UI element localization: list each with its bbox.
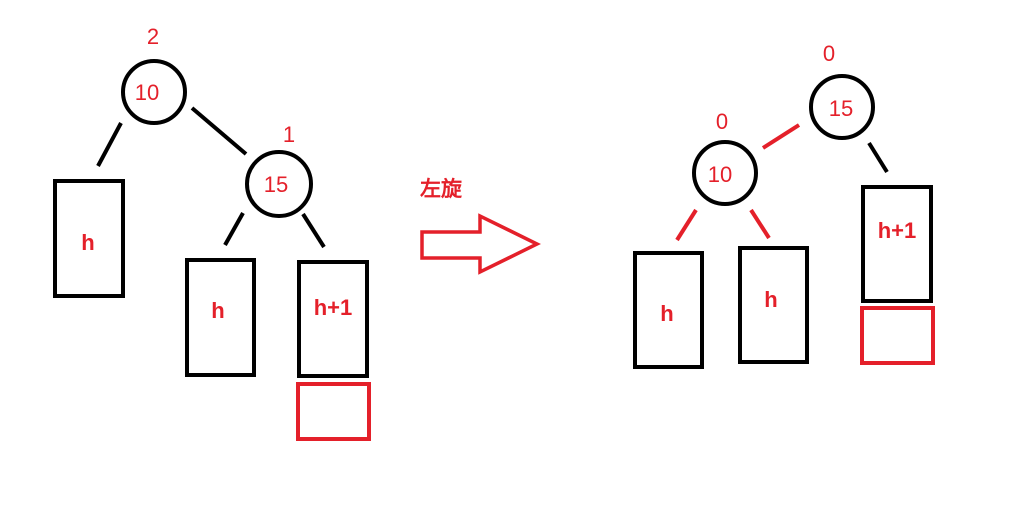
node-10 (121, 59, 187, 125)
edge-15-right (867, 141, 889, 174)
node-10-balance-factor: 0 (716, 109, 728, 134)
rotation-operation: 左旋 (420, 177, 541, 275)
edge-15-left (223, 212, 245, 246)
edge-10-left (96, 122, 123, 167)
node-15 (245, 150, 313, 218)
subtree-right (861, 185, 933, 303)
subtree-right-label: h+1 (878, 218, 917, 243)
edge-15-10 (761, 123, 801, 150)
node-10-key: 10 (708, 162, 732, 187)
node-15-balance-factor: 0 (823, 41, 835, 66)
subtree-ll-label: h (660, 301, 673, 326)
node-10 (692, 140, 758, 206)
subtree-lr (738, 246, 809, 364)
edge-10-right (749, 208, 771, 240)
node-15 (809, 74, 875, 140)
subtree-rl (185, 258, 256, 377)
operation-label: 左旋 (420, 177, 463, 201)
subtree-rl-label: h (211, 298, 224, 323)
after-tree: 15 0 10 0 h h h+1 (633, 41, 935, 369)
edge-10-15 (190, 106, 248, 156)
subtree-left-label: h (81, 230, 94, 255)
edge-10-left (675, 208, 698, 242)
subtree-rr-label: h+1 (314, 295, 353, 320)
subtree-lr-label: h (764, 287, 777, 312)
node-15-key: 15 (264, 172, 288, 197)
node-15-balance-factor: 1 (283, 122, 295, 147)
node-10-balance-factor: 2 (147, 24, 159, 49)
subtree-ll (633, 251, 704, 369)
inserted-level-box (860, 306, 935, 365)
edge-15-right (301, 212, 326, 249)
node-15-key: 15 (829, 96, 853, 121)
node-10-key: 10 (135, 80, 159, 105)
subtree-rr (297, 260, 369, 378)
before-tree: 10 2 15 1 h h h+1 (53, 24, 371, 441)
subtree-left (53, 179, 125, 298)
inserted-level-box (296, 382, 371, 441)
right-arrow-icon (420, 213, 541, 275)
